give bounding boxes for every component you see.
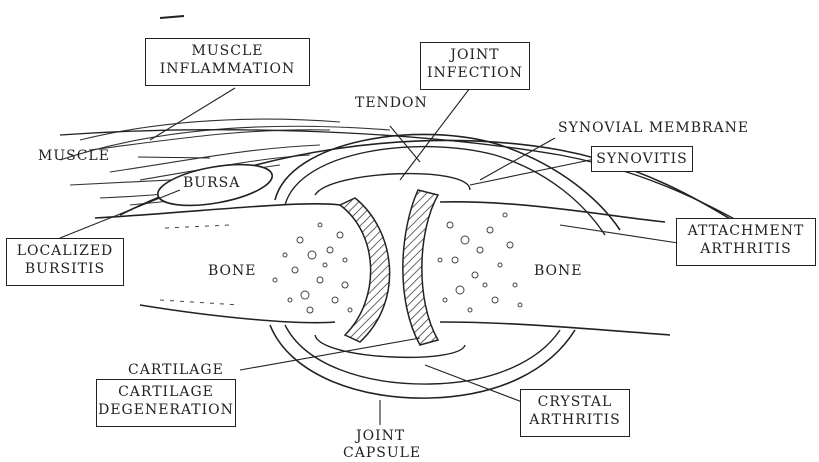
spongy-bone-left — [273, 223, 352, 313]
crystal-arthritis-line2: ARTHRITIS — [521, 411, 629, 429]
attachment-arthritis-box: ATTACHMENT ARTHRITIS — [676, 218, 816, 266]
bursa-label: BURSA — [183, 175, 240, 191]
crystal-arthritis-line1: CRYSTAL — [521, 393, 629, 411]
muscle-inflammation-line1: MUSCLE — [146, 42, 309, 60]
cartilage-label: CARTILAGE — [128, 362, 224, 378]
synovial-membrane-label: SYNOVIAL MEMBRANE — [558, 120, 749, 136]
synovial-recess-bottom — [315, 335, 465, 357]
tendon-label: TENDON — [355, 95, 428, 111]
synovitis-box: SYNOVITIS — [591, 146, 693, 172]
localized-bursitis-line1: LOCALIZED — [7, 242, 123, 260]
attachment-arthritis-line2: ARTHRITIS — [677, 240, 815, 258]
cartilage-right — [403, 190, 438, 345]
synovitis-line1: SYNOVITIS — [592, 150, 692, 168]
muscle-label: MUSCLE — [38, 148, 110, 164]
stray-mark — [160, 16, 184, 18]
crystal-arthritis-box: CRYSTAL ARTHRITIS — [520, 389, 630, 437]
bone-right-label: BONE — [534, 263, 583, 279]
spongy-bone-right — [438, 213, 522, 312]
muscle-inflammation-box: MUSCLE INFLAMMATION — [145, 38, 310, 86]
joint-capsule-label-line1: JOINT — [356, 428, 405, 444]
cartilage-degeneration-box: CARTILAGE DEGENERATION — [96, 379, 236, 427]
joint-infection-line1: JOINT — [421, 46, 529, 64]
attachment-arthritis-line1: ATTACHMENT — [677, 222, 815, 240]
joint-capsule-label-line2: CAPSULE — [343, 445, 421, 461]
bone-left-outline — [95, 204, 340, 218]
localized-bursitis-line2: BURSITIS — [7, 260, 123, 278]
muscle-inflammation-line2: INFLAMMATION — [146, 60, 309, 78]
localized-bursitis-box: LOCALIZED BURSITIS — [6, 238, 124, 286]
cartilage-degeneration-line2: DEGENERATION — [97, 401, 235, 419]
synovial-recess-top — [315, 174, 470, 195]
bone-left-label: BONE — [208, 263, 257, 279]
cartilage-degeneration-line1: CARTILAGE — [97, 383, 235, 401]
joint-infection-box: JOINT INFECTION — [420, 42, 530, 90]
cartilage-left — [340, 198, 390, 342]
joint-infection-line2: INFECTION — [421, 64, 529, 82]
